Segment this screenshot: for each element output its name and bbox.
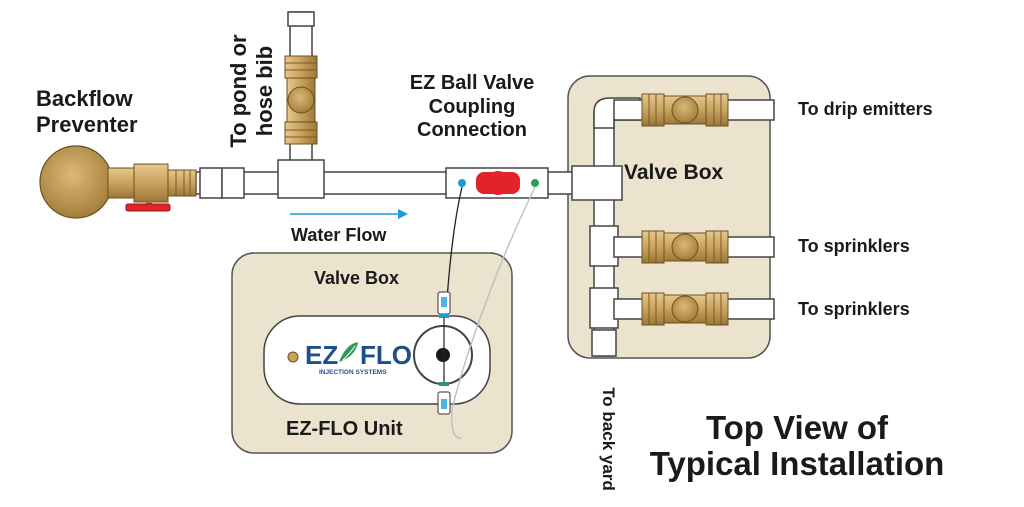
backflow-preventer-icon xyxy=(39,145,197,219)
zone-ball-valve-icon xyxy=(641,230,729,264)
ez-coupling-label: EZ Ball Valve Coupling Connection xyxy=(409,72,535,142)
zone-ball-valve-icon xyxy=(641,292,729,326)
inlet-tube xyxy=(446,186,463,301)
backflow-preventer-label: Backflow Preventer xyxy=(36,86,138,137)
return-tube xyxy=(451,186,536,439)
outlet-filter-icon xyxy=(437,382,451,415)
ezflo-logo-ez: EZ xyxy=(305,340,338,370)
pond-cap xyxy=(287,11,315,27)
pond-hose-bib-label: To pond or hose bib xyxy=(226,34,277,148)
pipe-coupling-2 xyxy=(221,167,245,199)
pond-ball-valve-icon xyxy=(284,55,318,145)
sprinklers-label-1: To sprinklers xyxy=(798,236,910,256)
page-title: Top View of Typical Installation xyxy=(649,409,945,483)
valve-box-right-label: Valve Box xyxy=(624,161,724,184)
ezflo-fill-cap xyxy=(287,351,299,363)
ezflo-logo-leaf-icon xyxy=(339,342,358,362)
ezflo-unit-label: EZ-FLO Unit xyxy=(286,418,403,440)
sprinklers-label-2: To sprinklers xyxy=(798,299,910,319)
pipe-coupling-1 xyxy=(199,167,223,199)
water-flow-arrow-icon xyxy=(290,209,408,219)
ezflo-logo-flo: FLO xyxy=(360,340,412,370)
main-pipe xyxy=(195,171,617,195)
drip-emitters-label: To drip emitters xyxy=(798,99,933,119)
zone-ball-valve-icon xyxy=(641,93,729,127)
pond-tee xyxy=(277,159,325,199)
water-flow-label: Water Flow xyxy=(291,225,387,245)
inlet-filter-icon xyxy=(437,291,451,318)
ezflo-logo-tagline: INJECTION SYSTEMS xyxy=(319,369,387,376)
back-yard-pipe-end xyxy=(591,329,617,357)
back-yard-label: To back yard xyxy=(599,387,618,491)
ez-ball-valve-coupling-icon xyxy=(445,167,549,199)
manifold-tee-main xyxy=(571,165,623,201)
valve-box-left-label: Valve Box xyxy=(314,268,400,288)
